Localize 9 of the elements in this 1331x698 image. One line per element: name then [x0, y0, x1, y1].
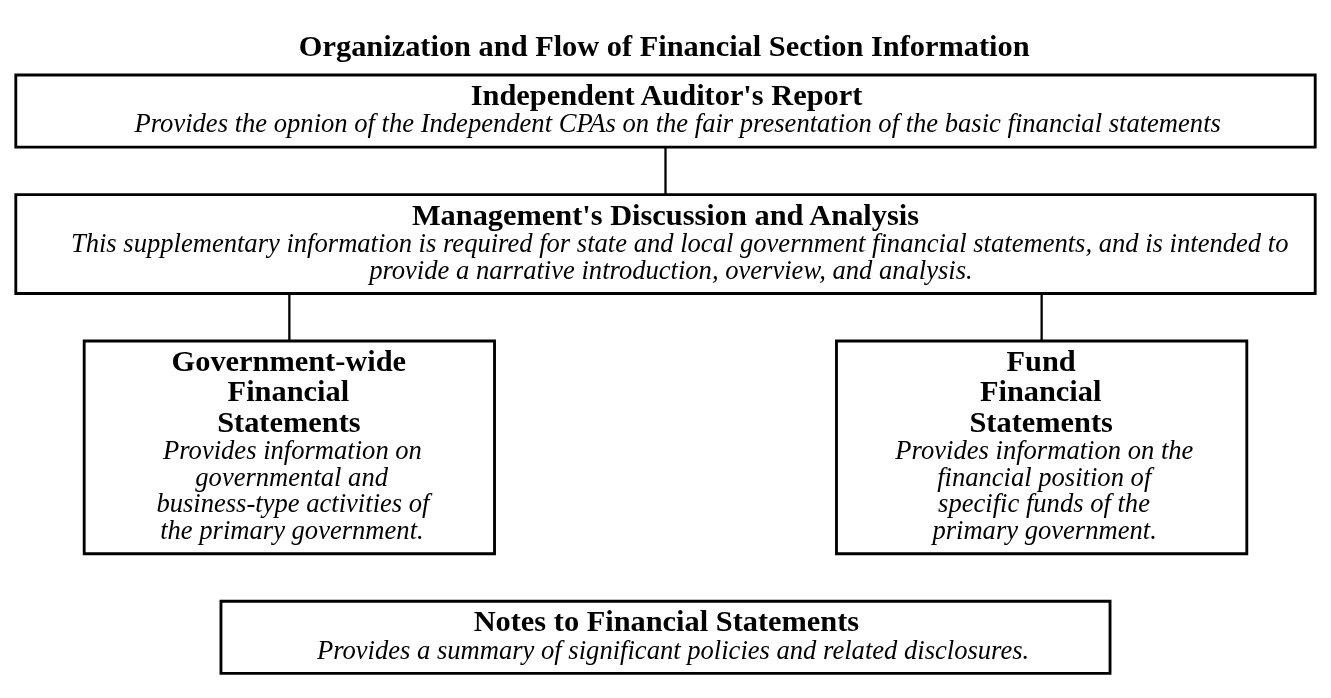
node-box: Government-wide Financial Statements Provides information on governmental and business-type activities of the primary government. [82, 339, 496, 555]
node-box: Fund Financial Statements Provides information on the financial position of specific funds of the primary government. [835, 339, 1249, 555]
node-box: Management's Discussion and Analysis This supplementary information is required for state and local government financial statements, and is intended to provide a narrative introduction, overview, and analysis. [14, 192, 1317, 295]
node-box: Independent Auditor's Report Provides the opnion of the Independent CPAs on the fair presentation of the basic financial statements [14, 73, 1317, 149]
node-box: Notes to Financial Statements Provides a summary of significant policies and related disclosures. [219, 599, 1112, 675]
diagram-title: Organization and Flow of Financial Section Information [298, 28, 1030, 63]
connector [288, 293, 291, 341]
connector [1040, 293, 1043, 341]
connector [664, 146, 667, 194]
